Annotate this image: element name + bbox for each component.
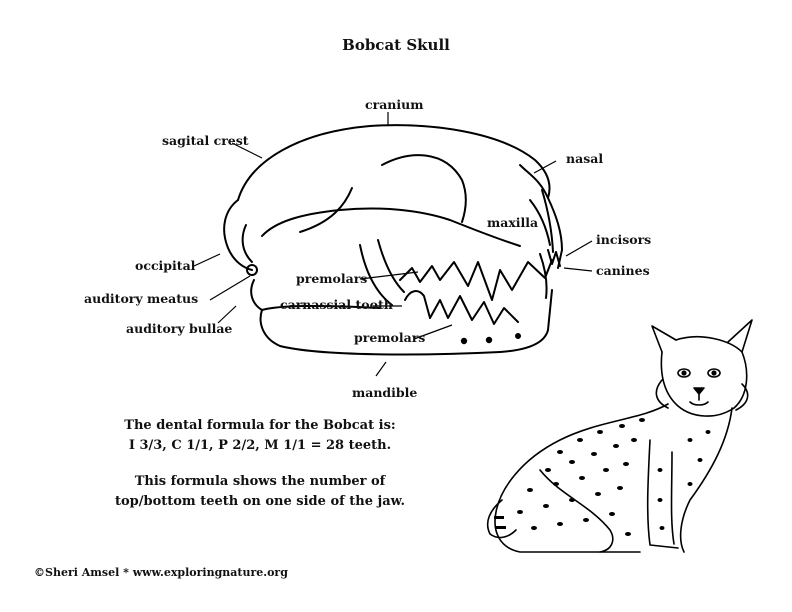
dental-line-1: The dental formula for the Bobcat is: bbox=[124, 418, 396, 433]
auditory-meatus-opening bbox=[246, 264, 258, 276]
nasal-bone bbox=[519, 164, 549, 199]
leader-sagital-crest bbox=[231, 142, 263, 159]
dental-formula-block: The dental formula for the Bobcat is: I … bbox=[110, 416, 410, 512]
leader-premolars-lower bbox=[413, 324, 453, 340]
leader-occipital bbox=[193, 253, 221, 267]
dental-line-4: top/bottom teeth on one side of the jaw. bbox=[114, 494, 406, 509]
bobcat-right-ear bbox=[727, 319, 753, 353]
leader-canines bbox=[563, 267, 593, 272]
occipital-region bbox=[223, 199, 253, 271]
label-canines: canines bbox=[596, 263, 650, 278]
bobcat-right-eye bbox=[707, 368, 721, 378]
cranium-outline bbox=[237, 124, 563, 269]
upper-teeth bbox=[399, 259, 553, 301]
leader-nasal bbox=[533, 160, 557, 174]
label-auditory-bullae: auditory bullae bbox=[126, 321, 233, 336]
carnassial-tooth-shape bbox=[404, 290, 431, 319]
label-premolars-lower: premolars bbox=[354, 330, 426, 345]
bobcat-tail bbox=[486, 499, 517, 539]
label-carnassial-tooth: carnassial tooth bbox=[280, 297, 393, 312]
label-mandible: mandible bbox=[352, 385, 418, 400]
upper-canine bbox=[539, 253, 548, 299]
label-sagital-crest: sagital crest bbox=[162, 133, 249, 148]
leader-premolars-upper bbox=[359, 271, 419, 280]
page-title: Bobcat Skull bbox=[342, 36, 450, 54]
label-cranium: cranium bbox=[365, 97, 424, 112]
dental-line-3: This formula shows the number of bbox=[134, 474, 386, 489]
leader-auditory-bullae bbox=[217, 305, 237, 324]
bobcat-head bbox=[660, 336, 748, 417]
bobcat-haunch bbox=[539, 469, 614, 553]
leader-auditory-meatus bbox=[209, 275, 251, 301]
bobcat-left-eye bbox=[677, 368, 691, 378]
bobcat-spots bbox=[494, 418, 711, 536]
leader-mandible bbox=[375, 361, 387, 377]
label-occipital: occipital bbox=[135, 258, 196, 273]
bobcat-nose bbox=[693, 387, 705, 395]
bobcat-chest bbox=[679, 407, 733, 553]
label-auditory-meatus: auditory meatus bbox=[84, 291, 199, 306]
lower-teeth bbox=[429, 295, 519, 325]
mandible-outline bbox=[259, 289, 553, 356]
bobcat-front-leg bbox=[646, 439, 679, 549]
copyright-credit: ©Sheri Amsel * www.exploringnature.org bbox=[34, 566, 288, 579]
leader-incisors bbox=[565, 240, 593, 257]
incisor-teeth bbox=[547, 249, 561, 267]
dental-line-2: I 3/3, C 1/1, P 2/2, M 1/1 = 28 teeth. bbox=[128, 438, 392, 453]
auditory-bullae-shape bbox=[250, 279, 263, 311]
label-premolars-upper: premolars bbox=[296, 271, 368, 286]
maxilla bbox=[529, 199, 551, 246]
label-maxilla: maxilla bbox=[487, 215, 539, 230]
label-nasal: nasal bbox=[566, 151, 604, 166]
zygomatic-arch bbox=[261, 207, 521, 247]
bobcat-left-ear bbox=[651, 325, 677, 353]
label-incisors: incisors bbox=[596, 232, 652, 247]
